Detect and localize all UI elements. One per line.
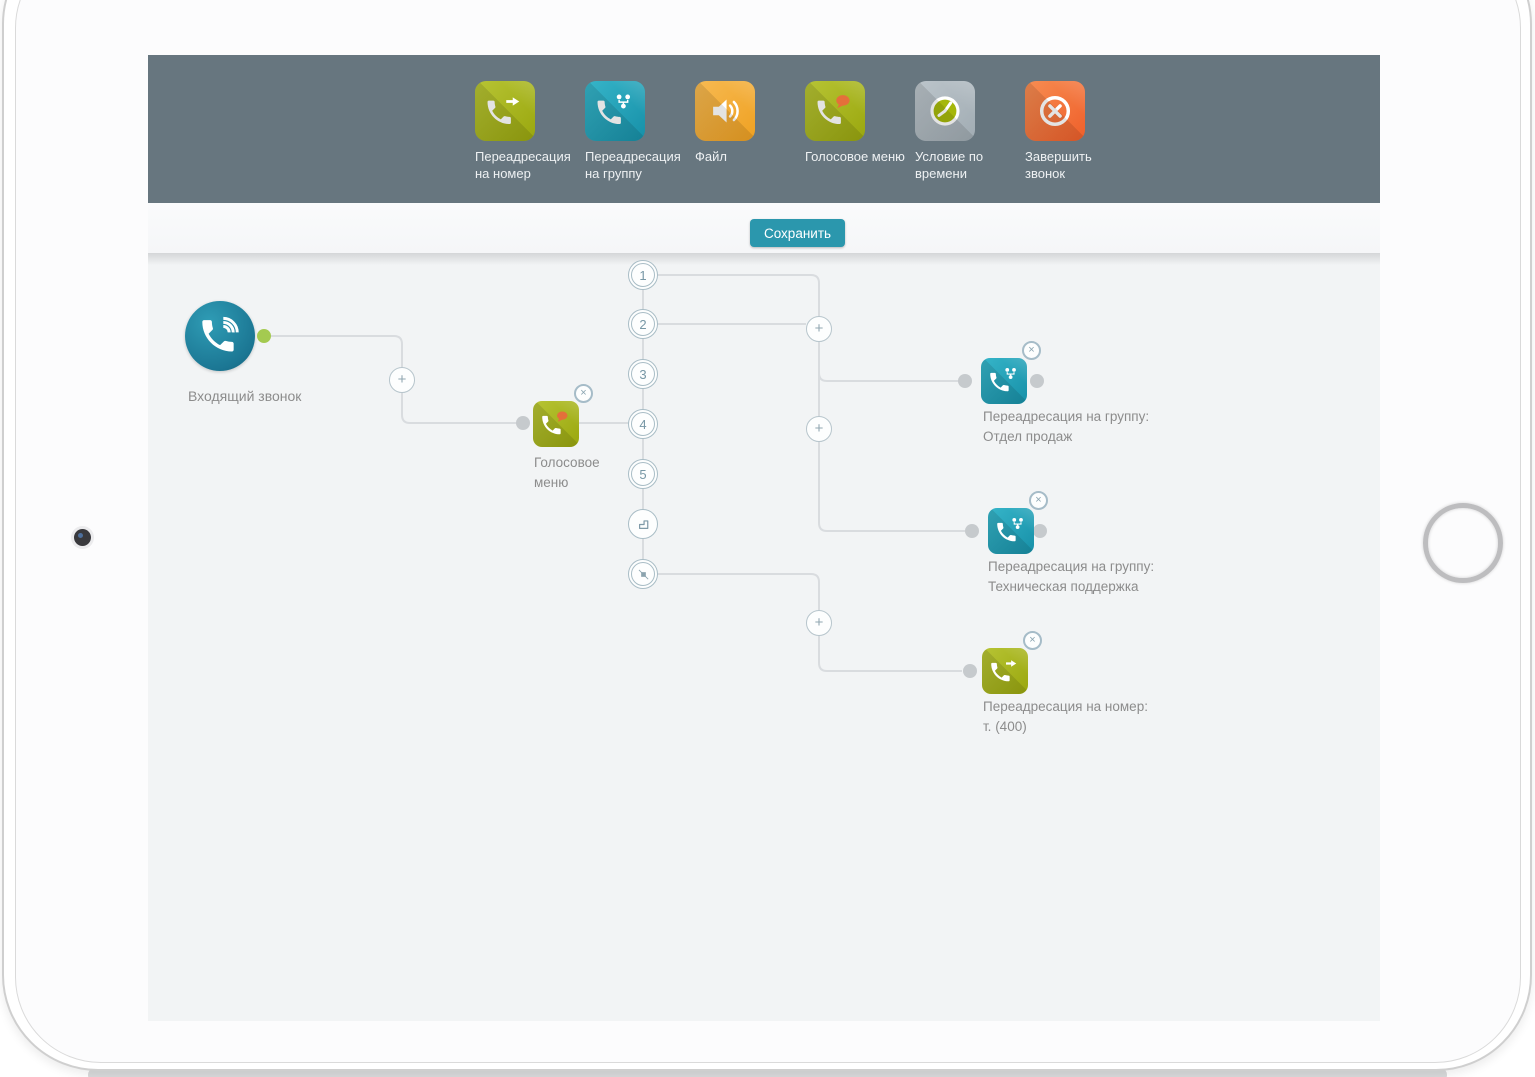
menu-option-port-1[interactable]: 1 [628, 260, 658, 290]
node-label-number-400: Переадресация на номер: т. (400) [983, 699, 1148, 735]
node-label-voice-menu: Голосовое меню [534, 455, 600, 491]
menu-option-port-step[interactable] [628, 509, 658, 539]
voice-menu-icon [533, 401, 579, 447]
delete-node-button[interactable] [1022, 341, 1041, 360]
block-palette-header: Переадресация на номер Переадресация на … [148, 55, 1380, 203]
call-flow-editor: Переадресация на номер Переадресация на … [148, 55, 1380, 1021]
forward-to-number-icon [475, 81, 535, 141]
node-incoming-call[interactable] [185, 301, 255, 371]
toolbar-shadow [148, 253, 1380, 265]
tablet-home-button[interactable] [1423, 503, 1503, 583]
palette-item-forward-to-number[interactable]: Переадресация на номер [475, 81, 585, 183]
number-input-port [963, 664, 977, 678]
palette-item-forward-to-group[interactable]: Переадресация на группу [585, 81, 695, 183]
save-button[interactable]: Сохранить [750, 219, 845, 247]
menu-option-port-3[interactable]: 3 [628, 359, 658, 389]
node-label-group-support: Переадресация на группу: Техническая под… [988, 559, 1155, 595]
palette-item-time-condition[interactable]: Условие по времени [915, 81, 1025, 183]
group2-output-port [1033, 524, 1047, 538]
menu-option-port-5[interactable]: 5 [628, 459, 658, 489]
insert-node-button[interactable] [806, 610, 832, 636]
menu-option-port-4[interactable]: 4 [628, 409, 658, 439]
time-condition-icon [915, 81, 975, 141]
file-icon [695, 81, 755, 141]
node-label-group-sales: Переадресация на группу: Отдел продаж [983, 409, 1150, 445]
palette-item-label: Голосовое меню [805, 149, 905, 164]
menu-option-port-no-input[interactable] [628, 559, 658, 589]
palette-item-file[interactable]: Файл [695, 81, 805, 183]
node-label-incoming: Входящий звонок [188, 388, 302, 404]
node-forward-group-support[interactable] [988, 491, 1048, 554]
insert-node-button[interactable] [806, 316, 832, 342]
forward-to-group-icon [981, 358, 1027, 404]
node-voice-menu[interactable] [533, 384, 593, 447]
tablet-camera [74, 529, 91, 546]
insert-node-button[interactable] [806, 416, 832, 442]
step-icon [638, 519, 648, 529]
delete-node-button[interactable] [574, 384, 593, 403]
delete-node-button[interactable] [1023, 631, 1042, 650]
palette-item-label: Условие по времени [915, 149, 984, 181]
voice-menu-input-port [516, 416, 530, 430]
background-strip-bottom [88, 1068, 1447, 1077]
incoming-call-output-port [257, 329, 271, 343]
palette-item-label: Файл [695, 149, 727, 164]
palette-item-label: Переадресация на номер [475, 149, 571, 181]
menu-option-port-2[interactable]: 2 [628, 309, 658, 339]
node-forward-group-sales[interactable] [981, 341, 1041, 404]
group1-input-port [958, 374, 972, 388]
insert-node-button[interactable] [389, 367, 415, 393]
forward-to-group-icon [988, 508, 1034, 554]
voice-menu-icon [805, 81, 865, 141]
palette-item-label: Завершить звонок [1025, 149, 1092, 181]
no-input-icon [638, 569, 649, 580]
block-palette: Переадресация на номер Переадресация на … [475, 81, 1135, 183]
group1-output-port [1030, 374, 1044, 388]
palette-item-label: Переадресация на группу [585, 149, 681, 181]
forward-to-group-icon [585, 81, 645, 141]
delete-node-button[interactable] [1029, 491, 1048, 510]
palette-item-end-call[interactable]: Завершить звонок [1025, 81, 1135, 183]
group2-input-port [965, 524, 979, 538]
palette-item-voice-menu[interactable]: Голосовое меню [805, 81, 915, 183]
forward-to-number-icon [982, 648, 1028, 694]
node-forward-number-400[interactable] [982, 631, 1042, 694]
end-call-icon [1025, 81, 1085, 141]
